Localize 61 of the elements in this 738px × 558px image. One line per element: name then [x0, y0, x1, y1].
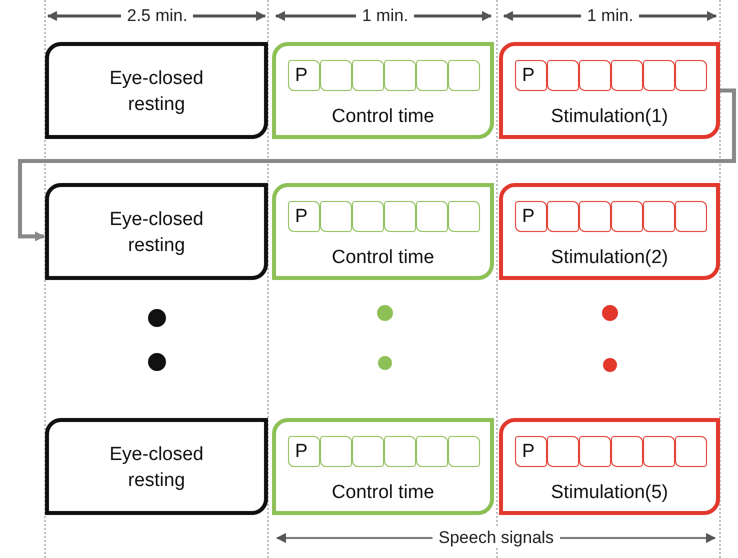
segment-box: [352, 201, 384, 232]
segment-box: [579, 201, 611, 232]
phase-label: Control time: [330, 246, 436, 270]
segment-box: [675, 436, 707, 467]
segment-box: [611, 436, 643, 467]
segment-box: [643, 436, 675, 467]
phase-label: Control time: [330, 481, 436, 505]
phase-label: Stimulation(2): [550, 246, 670, 270]
segment-box: [416, 436, 448, 467]
segment-box: [288, 436, 320, 467]
segment-box: [579, 436, 611, 467]
phase-box: [499, 42, 720, 139]
segment-box: [320, 201, 352, 232]
phase-label: Eye-closed resting: [108, 208, 204, 258]
segment-box: [547, 436, 579, 467]
segment-box: [579, 60, 611, 91]
segment-box: [643, 201, 675, 232]
segment-box: [675, 60, 707, 91]
phase-box: [45, 418, 268, 515]
segment-box: [384, 201, 416, 232]
segment-label: P: [522, 65, 535, 87]
segment-box: [352, 436, 384, 467]
segment-box: [547, 60, 579, 91]
segment-box: [547, 201, 579, 232]
phase-label: Stimulation(5): [550, 481, 670, 505]
segment-box: [384, 60, 416, 91]
segment-box: [288, 60, 320, 91]
segment-box: [320, 436, 352, 467]
phase-label: Control time: [330, 105, 436, 129]
phase-box: [499, 183, 720, 280]
segment-label: P: [522, 206, 535, 228]
segment-box: [352, 60, 384, 91]
phase-box: [272, 183, 494, 280]
segment-box: [448, 60, 480, 91]
segment-box: [611, 201, 643, 232]
phase-box: [499, 418, 720, 515]
segment-box: [515, 60, 547, 91]
segment-box: [448, 436, 480, 467]
segment-box: [515, 436, 547, 467]
phase-label: Stimulation(1): [550, 105, 670, 129]
segment-label: P: [295, 65, 308, 87]
segment-box: [675, 201, 707, 232]
segment-label: P: [295, 206, 308, 228]
segment-box: [611, 60, 643, 91]
segment-box: [384, 436, 416, 467]
arrow: [18, 88, 736, 242]
segment-label: P: [295, 441, 308, 463]
segment-box: [515, 201, 547, 232]
phase-box: [272, 418, 494, 515]
segment-box: [643, 60, 675, 91]
phase-box: [45, 183, 268, 280]
segment-box: [448, 201, 480, 232]
segment-box: [288, 201, 320, 232]
segment-box: [416, 201, 448, 232]
phase-box: [272, 42, 494, 139]
segment-label: P: [522, 441, 535, 463]
phase-label: Eye-closed resting: [108, 67, 204, 117]
segment-box: [320, 60, 352, 91]
segment-box: [416, 60, 448, 91]
phase-box: [45, 42, 268, 139]
phase-label: Eye-closed resting: [108, 443, 204, 493]
